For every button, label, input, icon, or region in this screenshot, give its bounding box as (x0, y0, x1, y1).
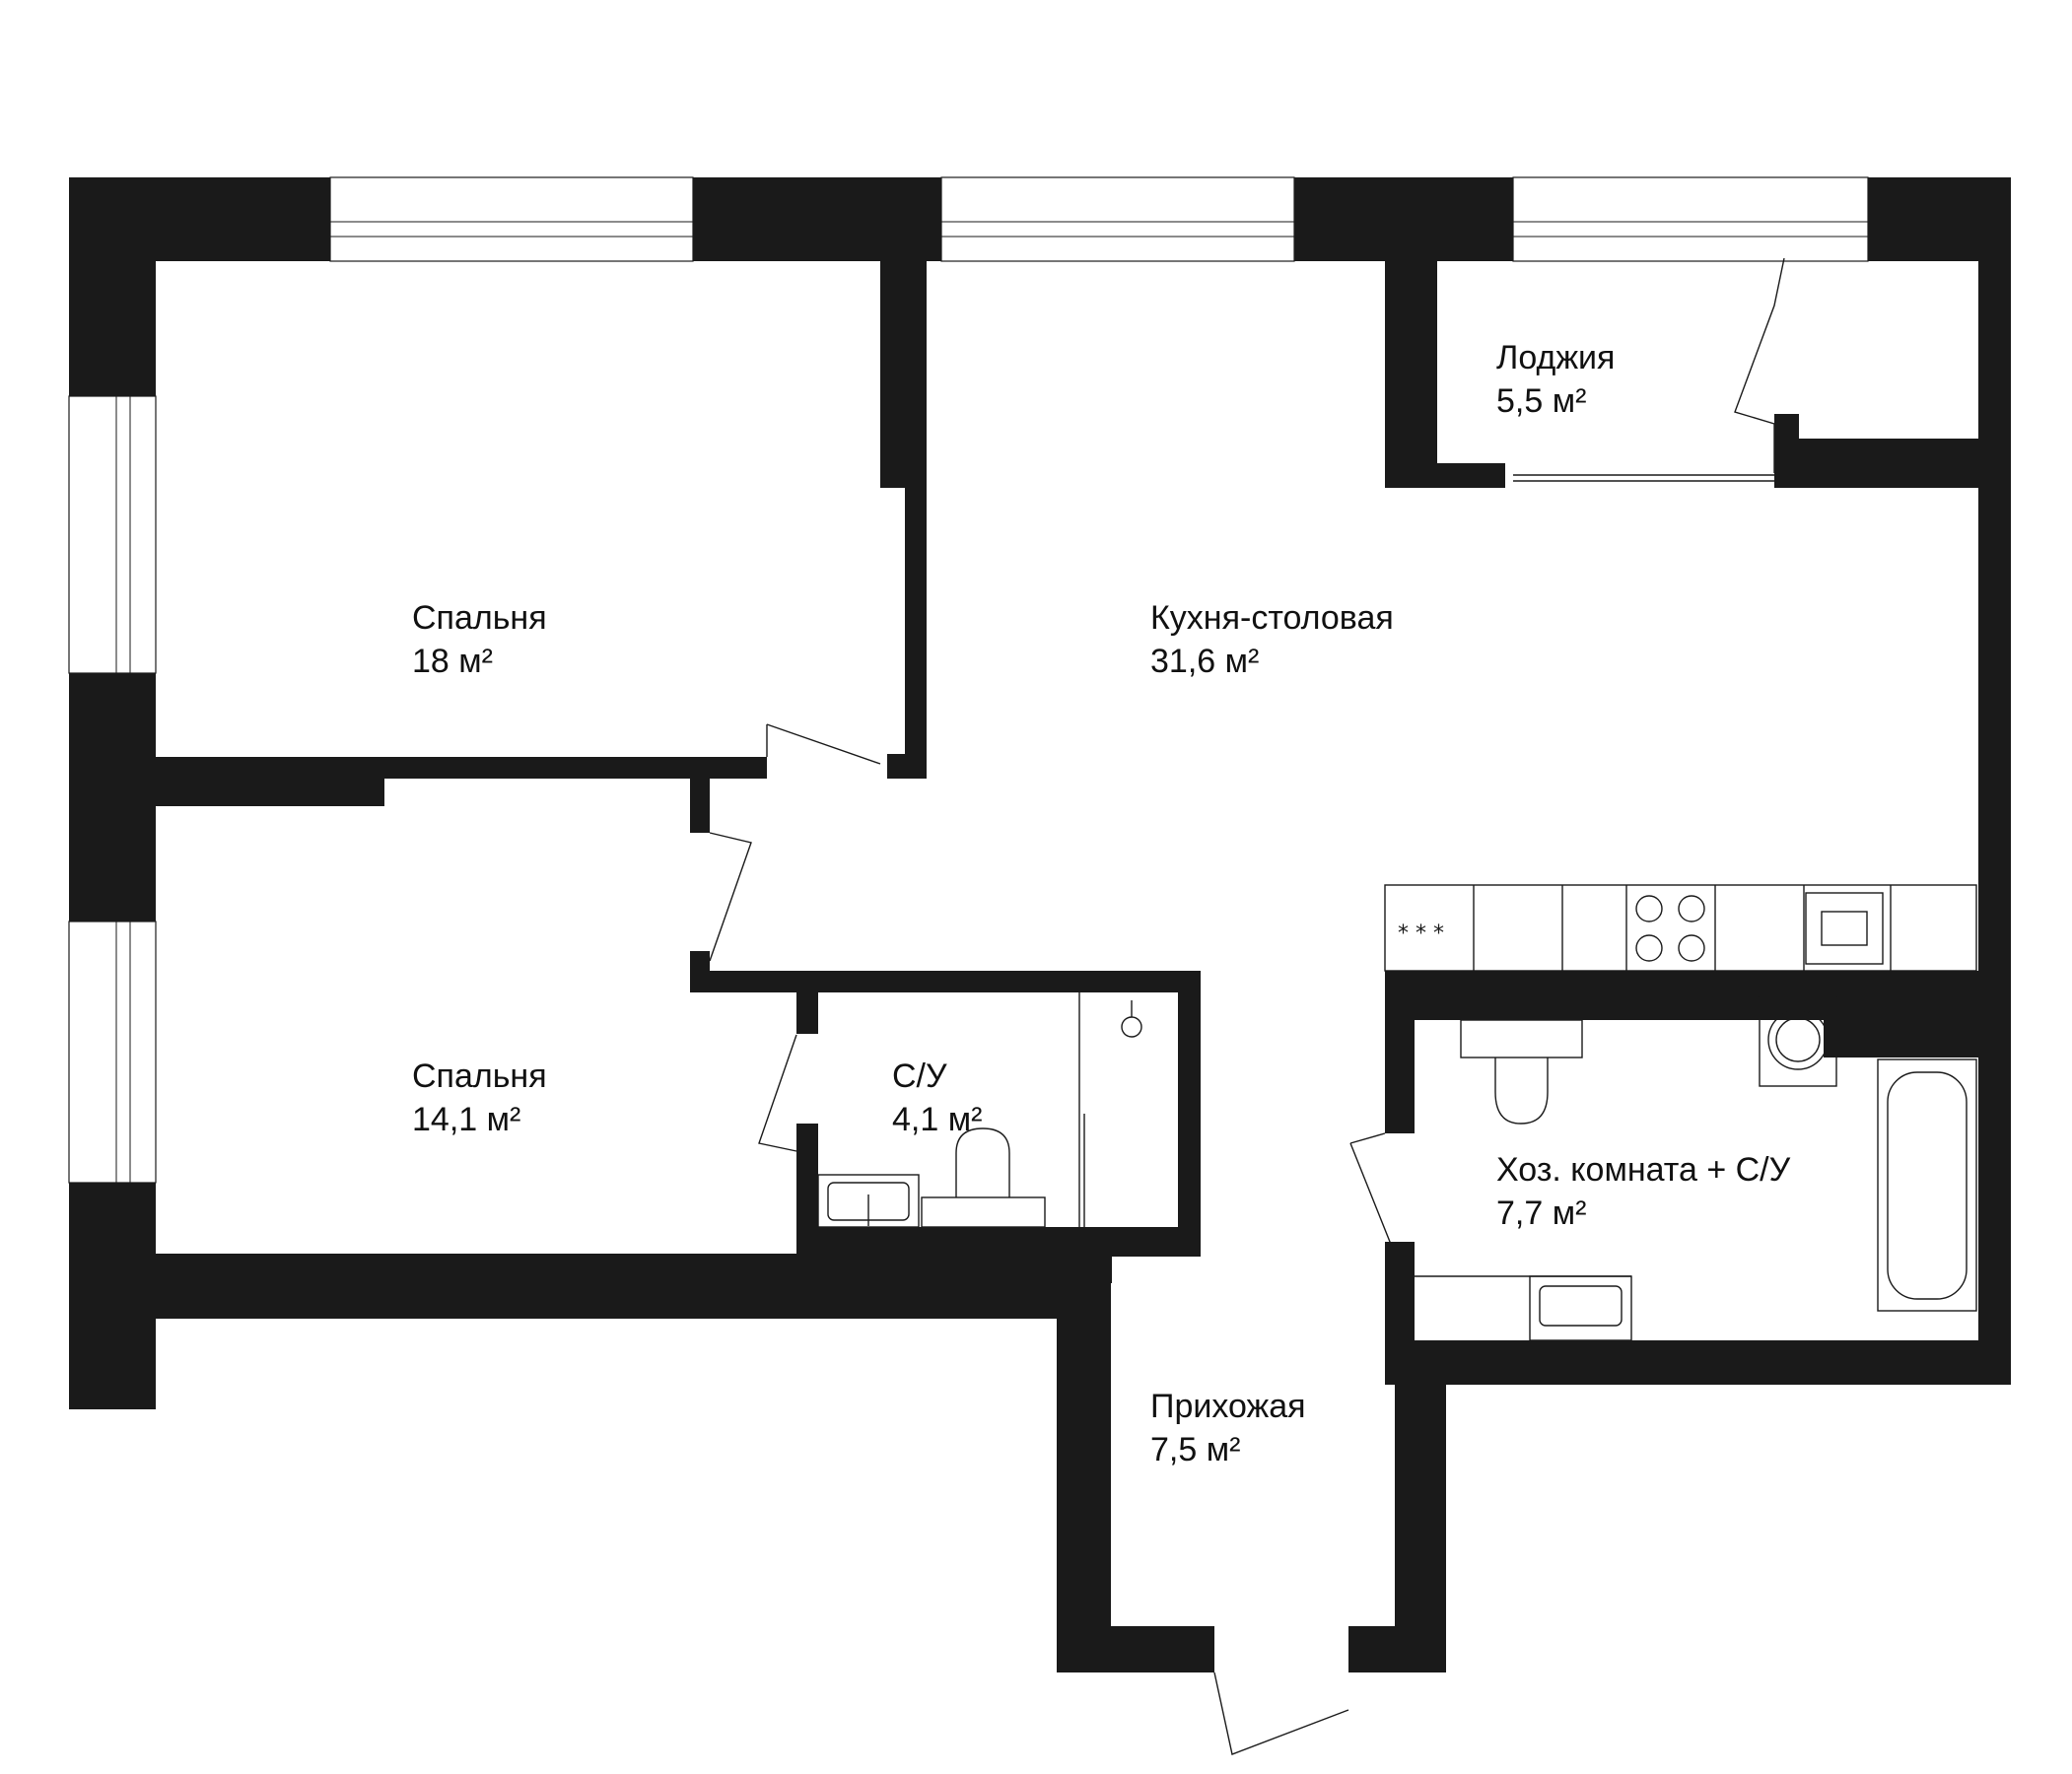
room-area: 7,7 м² (1496, 1194, 1587, 1232)
walls (69, 177, 2011, 1672)
room-label-utility: Хоз. комната + С/У 7,7 м² (1496, 1148, 1790, 1235)
svg-text:* * *: * * * (1398, 921, 1444, 946)
shower-icon (1121, 1000, 1142, 1038)
room-label-kitchen: Кухня-столовая 31,6 м² (1150, 596, 1394, 683)
washing-machine-icon (1759, 996, 1837, 1087)
bath-fixtures (817, 992, 1142, 1228)
room-area: 5,5 м² (1496, 382, 1587, 420)
toilet-icon (921, 1127, 1046, 1228)
room-label-bathroom: С/У 4,1 м² (892, 1055, 982, 1141)
room-label-bedroom-2: Спальня 14,1 м² (412, 1055, 547, 1141)
room-area: 31,6 м² (1150, 643, 1260, 680)
room-name: Кухня-столовая (1150, 599, 1394, 637)
room-area: 18 м² (412, 643, 493, 680)
cooktop-icon (1635, 895, 1705, 962)
sink-icon (1415, 1275, 1632, 1341)
room-label-loggia: Лоджия 5,5 м² (1496, 336, 1615, 423)
room-name: Хоз. комната + С/У (1496, 1151, 1791, 1189)
room-name: Спальня (412, 599, 547, 637)
room-name: Лоджия (1496, 339, 1616, 376)
room-area: 14,1 м² (412, 1101, 521, 1138)
room-label-hall: Прихожая 7,5 м² (1150, 1385, 1306, 1471)
oven-icon (1805, 892, 1884, 965)
room-name: Спальня (412, 1058, 547, 1095)
sink-icon (817, 1174, 920, 1228)
door-icon (709, 723, 1393, 1755)
window-icon (68, 176, 1869, 1184)
utility-fixtures (1415, 996, 1977, 1341)
toilet-icon (1460, 1019, 1583, 1125)
room-area: 4,1 м² (892, 1101, 983, 1138)
room-name: Прихожая (1150, 1388, 1306, 1425)
kitchen-counter: * * * (1384, 884, 1977, 972)
bathtub-icon (1877, 1058, 1977, 1312)
room-name: С/У (892, 1058, 947, 1095)
room-area: 7,5 м² (1150, 1431, 1241, 1468)
room-label-bedroom-1: Спальня 18 м² (412, 596, 547, 683)
